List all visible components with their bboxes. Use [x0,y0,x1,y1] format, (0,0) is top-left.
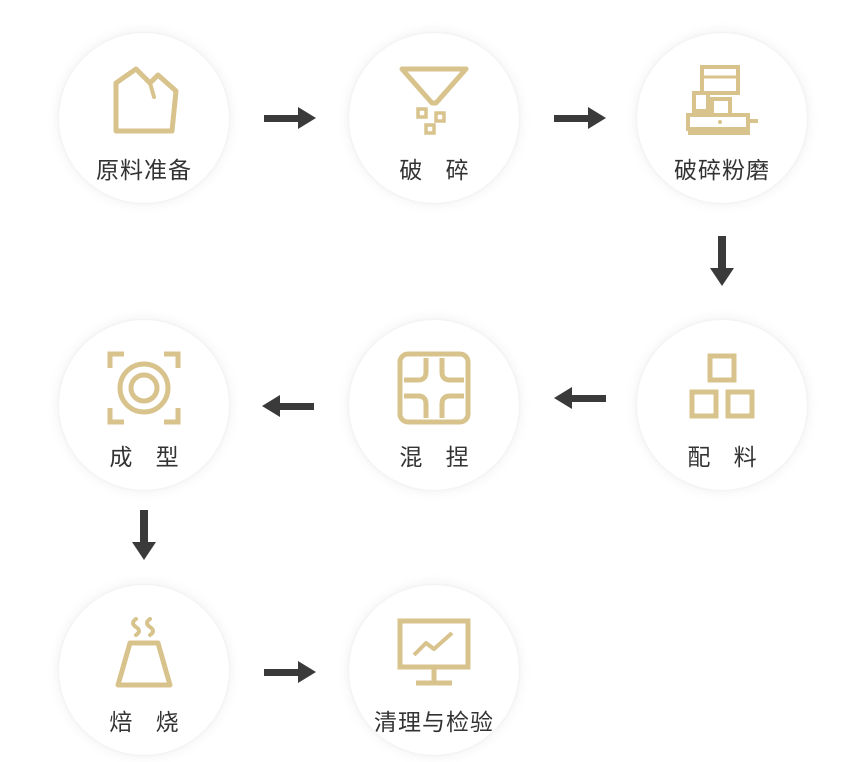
arrow-right-icon [264,661,316,683]
step-crushing: 破 碎 [349,33,519,203]
step-label: 破 碎 [399,158,477,184]
arrow-left-icon [554,387,606,409]
step-inspection: 清理与检验 [349,585,519,755]
step-label: 清理与检验 [374,710,494,736]
funnel-icon [399,66,469,135]
step-label: 原料准备 [96,158,192,184]
mixer-icon [397,351,471,425]
step-grinding: 破碎粉磨 [637,33,807,203]
rock-icon [113,66,179,134]
step-forming: 成 型 [59,320,229,490]
step-label: 成 型 [109,445,187,471]
step-batching: 配 料 [637,320,807,490]
arrow-right-icon [554,107,606,129]
arrow-right-icon [264,107,316,129]
blocks-icon [689,353,755,419]
step-label: 破碎粉磨 [674,158,770,184]
kiln-icon [115,617,173,688]
step-label: 焙 烧 [109,710,187,736]
arrow-down-icon [710,236,734,286]
step-raw-material: 原料准备 [59,33,229,203]
step-mixing: 混 捏 [349,320,519,490]
step-label: 配 料 [687,445,765,471]
ring-target-icon [107,351,181,425]
arrow-left-icon [262,395,314,417]
monitor-chart-icon [397,618,471,686]
step-label: 混 捏 [399,445,477,471]
step-roasting: 焙 烧 [59,585,229,755]
mill-machine-icon [686,65,758,135]
arrow-down-icon [132,510,156,560]
